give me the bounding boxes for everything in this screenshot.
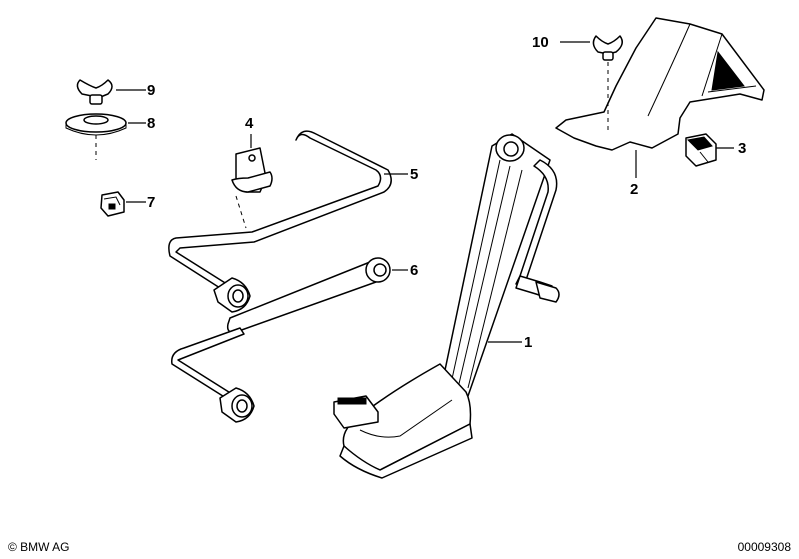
- callout-5: 5: [410, 166, 418, 183]
- callout-6: 6: [410, 262, 418, 279]
- part-3-clip[interactable]: [685, 133, 734, 167]
- part-9-wing-nut[interactable]: [76, 79, 146, 105]
- callout-2: 2: [630, 181, 638, 198]
- callout-9: 9: [147, 82, 155, 99]
- callout-7: 7: [147, 194, 155, 211]
- part-8-washer[interactable]: [65, 113, 146, 160]
- part-7-clip[interactable]: [100, 191, 146, 217]
- callout-3: 3: [738, 140, 746, 157]
- part-5-wheel-wrench[interactable]: [168, 130, 408, 313]
- part-10-wing-nut[interactable]: [560, 35, 623, 130]
- callout-4: 4: [245, 115, 254, 132]
- copyright-label: © BMW AG: [8, 540, 70, 554]
- part-6-wheel-wrench[interactable]: [171, 257, 408, 423]
- diagram-number: 00009308: [738, 540, 792, 554]
- callout-10: 10: [532, 34, 549, 51]
- part-4-bracket[interactable]: [231, 134, 273, 229]
- part-1-car-jack[interactable]: [333, 133, 560, 479]
- part-2-holder[interactable]: [555, 17, 765, 178]
- callout-1: 1: [524, 334, 532, 351]
- callout-8: 8: [147, 115, 155, 132]
